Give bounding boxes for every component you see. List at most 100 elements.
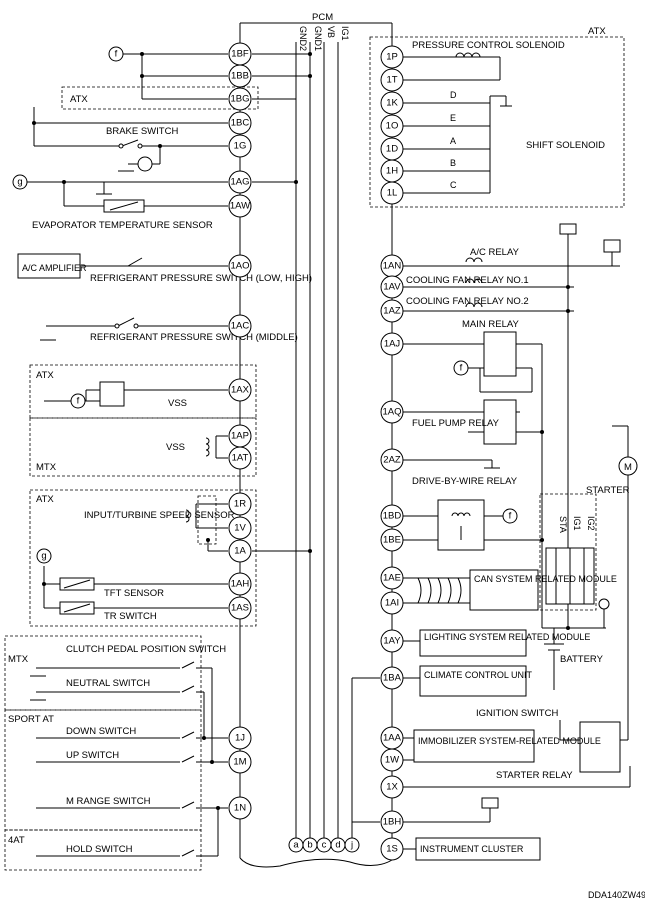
pin-label: 1BF bbox=[231, 49, 249, 60]
pin-label: 1V bbox=[234, 523, 246, 534]
pin-label: 1BD bbox=[383, 511, 402, 522]
refrig-low-high-label: REFRIGERANT PRESSURE SWITCH (LOW, HIGH) bbox=[90, 273, 312, 284]
pin-1s: 1S bbox=[380, 837, 404, 861]
pin-label: 1R bbox=[234, 499, 246, 510]
pin-1ba: 1BA bbox=[380, 666, 404, 690]
atx-solenoid-group bbox=[369, 36, 625, 208]
ac-amplifier-label: A/C AMPLIFIER bbox=[22, 263, 87, 273]
connector-b: b bbox=[302, 837, 318, 853]
pin-label: 1O bbox=[386, 121, 399, 132]
m-range-switch-label: M RANGE SWITCH bbox=[66, 796, 151, 807]
pin-label: 1J bbox=[235, 733, 245, 744]
pin-label: 1AE bbox=[383, 573, 401, 584]
pin-1bb: 1BB bbox=[228, 64, 252, 88]
connector-d: d bbox=[330, 837, 346, 853]
atx-turbine-group bbox=[29, 489, 257, 627]
pin-1n: 1N bbox=[228, 796, 252, 820]
motor-label: M bbox=[624, 462, 632, 473]
pin-label: 1S bbox=[386, 844, 398, 855]
pin-1ax: 1AX bbox=[228, 378, 252, 402]
pin-1j: 1J bbox=[228, 726, 252, 750]
clutch-pedal-label: CLUTCH PEDAL POSITION SWITCH bbox=[66, 644, 226, 655]
pin-label: 1AG bbox=[230, 177, 249, 188]
up-switch-label: UP SWITCH bbox=[66, 750, 119, 761]
pin-label: 1AX bbox=[231, 385, 250, 396]
pin-1ae: 1AE bbox=[380, 566, 404, 590]
starter-relay-label: STARTER RELAY bbox=[496, 770, 573, 781]
pin-2az: 2AZ bbox=[380, 448, 404, 472]
vss-mtx-label: VSS bbox=[166, 442, 185, 453]
right-labels: PRESSURE CONTROL SOLENOID D E A B C SHIF… bbox=[406, 40, 645, 900]
pressure-control-label: PRESSURE CONTROL SOLENOID bbox=[412, 40, 565, 51]
ig2-label: IG2 bbox=[586, 516, 596, 531]
pin-label: 1N bbox=[234, 803, 246, 814]
pin-label: 1BB bbox=[231, 71, 249, 82]
brake-switch-label: BRAKE SWITCH bbox=[106, 126, 178, 137]
hold-switch-label: HOLD SWITCH bbox=[66, 844, 133, 855]
atx-vss-group bbox=[29, 364, 257, 419]
pin-1g: 1G bbox=[228, 134, 252, 158]
pin-1be: 1BE bbox=[380, 528, 404, 552]
connector-j: j bbox=[344, 837, 360, 853]
input-turbine-label: INPUT/TURBINE SPEED SENSOR bbox=[84, 510, 235, 521]
atx-label-4: ATX bbox=[588, 26, 606, 37]
right-pin-column: 1P1T1K1O1D1H1L1AN1AV1AZ1AJ1AQ2AZ1BD1BE1A… bbox=[380, 45, 404, 861]
connector-f-3: f bbox=[460, 363, 463, 374]
pin-1ai: 1AI bbox=[380, 591, 404, 615]
connector-f-1: f bbox=[115, 49, 118, 60]
pin-label: 1AT bbox=[232, 453, 249, 464]
pin-1h: 1H bbox=[380, 159, 404, 183]
pin-label: 1H bbox=[386, 166, 398, 177]
pin-1ac: 1AC bbox=[228, 314, 252, 338]
pin-1ap: 1AP bbox=[228, 424, 252, 448]
pin-1az: 1AZ bbox=[380, 299, 404, 323]
pin-label: 1D bbox=[386, 144, 398, 155]
dbw-relay-label: DRIVE-BY-WIRE RELAY bbox=[412, 476, 518, 487]
pin-label: 1BE bbox=[383, 535, 401, 546]
refrig-middle-label: REFRIGERANT PRESSURE SWITCH (MIDDLE) bbox=[90, 332, 298, 343]
connector-label: d bbox=[335, 840, 340, 851]
pin-label: 1AA bbox=[383, 733, 402, 744]
can-module-label: CAN SYSTEM RELATED MODULE bbox=[474, 574, 617, 584]
pin-label: 1G bbox=[234, 141, 247, 152]
neutral-switch-label: NEUTRAL SWITCH bbox=[66, 678, 150, 689]
connector-label: a bbox=[293, 840, 299, 851]
down-switch-label: DOWN SWITCH bbox=[66, 726, 136, 737]
pin-label: 1BC bbox=[231, 118, 250, 129]
tr-switch-label: TR SWITCH bbox=[104, 611, 157, 622]
immobilizer-label: IMMOBILIZER SYSTEM-RELATED MODULE bbox=[418, 736, 601, 746]
pin-1m: 1M bbox=[228, 750, 252, 774]
bus-lines bbox=[295, 42, 353, 840]
pin-1k: 1K bbox=[380, 91, 404, 115]
atx-label-1: ATX bbox=[70, 94, 88, 105]
right-wiring bbox=[351, 52, 638, 861]
pin-1as: 1AS bbox=[228, 596, 252, 620]
fuel-pump-relay-label: FUEL PUMP RELAY bbox=[412, 418, 500, 429]
bus-vb: VB bbox=[326, 26, 336, 38]
sol-d: D bbox=[450, 90, 457, 100]
connector-label: c bbox=[322, 840, 327, 851]
pin-1d: 1D bbox=[380, 137, 404, 161]
pin-label: 1AP bbox=[231, 431, 249, 442]
cooling-fan-1-label: COOLING FAN RELAY NO.1 bbox=[406, 275, 529, 286]
pin-1o: 1O bbox=[380, 114, 404, 138]
four-at-group bbox=[4, 829, 202, 871]
main-relay-label: MAIN RELAY bbox=[462, 319, 520, 330]
atx-label-3: ATX bbox=[36, 494, 54, 505]
sol-b: B bbox=[450, 158, 456, 168]
pin-1bh: 1BH bbox=[380, 810, 404, 834]
pin-1ag: 1AG bbox=[228, 170, 252, 194]
pin-1aw: 1AW bbox=[228, 194, 252, 218]
sport-at-label: SPORT AT bbox=[8, 714, 54, 725]
pin-label: 1BH bbox=[383, 817, 402, 828]
pin-label: 1K bbox=[386, 98, 398, 109]
pin-label: 1AO bbox=[230, 261, 249, 272]
pin-label: 1P bbox=[386, 52, 398, 63]
connector-f-2: f bbox=[77, 396, 80, 407]
pin-1bg: 1BG bbox=[228, 87, 252, 111]
pin-1t: 1T bbox=[380, 68, 404, 92]
pin-label: 2AZ bbox=[383, 455, 401, 466]
left-wiring bbox=[26, 52, 312, 857]
connector-a: a bbox=[288, 837, 304, 853]
pin-1bc: 1BC bbox=[228, 111, 252, 135]
